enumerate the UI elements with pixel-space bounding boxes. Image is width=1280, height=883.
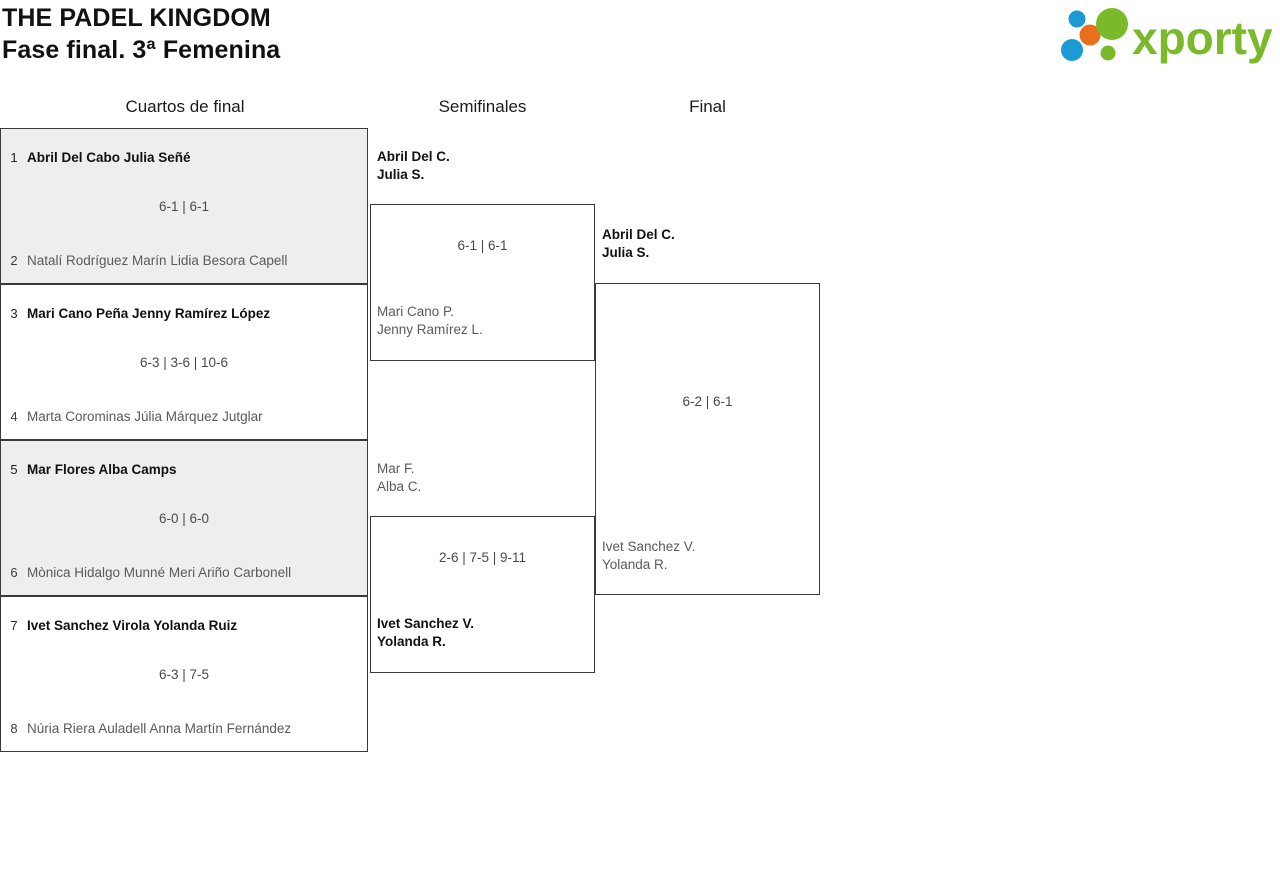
team-players: Mari Cano Peña Jenny Ramírez López [27, 305, 270, 323]
xporty-logo[interactable]: xporty [1046, 6, 1274, 68]
seed-number: 1 [10, 150, 18, 165]
match-quarterfinal-3[interactable]: 5 Mar Flores Alba Camps 6-0 | 6-0 6 Mòni… [0, 440, 368, 596]
team-players: Abril Del Cabo Julia Señé [27, 149, 191, 167]
match-final[interactable]: 6-2 | 6-1 [595, 283, 820, 595]
player-1: Mari Cano Peña [27, 306, 129, 321]
seed-number: 8 [10, 721, 18, 736]
seed-number: 2 [10, 253, 18, 268]
player-1: Mar Flores [27, 462, 96, 477]
player-2: Yolanda R. [602, 557, 668, 572]
player-2: Julia S. [377, 167, 425, 182]
player-2: Julia S. [602, 245, 650, 260]
team-players: Marta Corominas Júlia Márquez Jutglar [27, 408, 263, 426]
player-1: Natalí Rodríguez Marín [27, 253, 167, 268]
team-players: Natalí Rodríguez Marín Lidia Besora Cape… [27, 252, 287, 270]
match-quarterfinal-2[interactable]: 3 Mari Cano Peña Jenny Ramírez López 6-3… [0, 284, 368, 440]
seed-number: 5 [10, 462, 18, 477]
semifinal-1-team-top[interactable]: Abril Del C. Julia S. [377, 148, 450, 184]
player-1: Mari Cano P. [377, 304, 455, 319]
player-2: Júlia Márquez Jutglar [134, 409, 263, 424]
semifinal-2-team-bottom[interactable]: Ivet Sanchez V. Yolanda R. [377, 615, 474, 651]
player-2: Anna Martín Fernández [149, 721, 292, 736]
player-1: Ivet Sanchez V. [602, 539, 696, 554]
tournament-phase: Fase final. 3ª Femenina [2, 36, 281, 64]
tournament-name: THE PADEL KINGDOM [2, 4, 271, 32]
match-score: 6-2 | 6-1 [682, 394, 733, 409]
match-score: 6-3 | 7-5 [158, 667, 210, 682]
match-semifinal-1[interactable]: 6-1 | 6-1 [370, 204, 595, 361]
team-row[interactable]: 5 Mar Flores Alba Camps [1, 447, 367, 493]
team-row[interactable]: 6 Mònica Hidalgo Munné Meri Ariño Carbon… [1, 550, 367, 596]
player-1: Mar F. [377, 461, 415, 476]
svg-text:xporty: xporty [1132, 12, 1273, 64]
player-1: Ivet Sanchez Virola [27, 618, 150, 633]
player-1: Abril Del C. [602, 227, 675, 242]
player-2: Lidia Besora Capell [170, 253, 288, 268]
round-header-final: Final [689, 97, 726, 116]
team-players: Núria Riera Auladell Anna Martín Fernánd… [27, 720, 291, 738]
player-1: Abril Del C. [377, 149, 450, 164]
player-1: Abril Del Cabo [27, 150, 121, 165]
round-header-quarterfinals: Cuartos de final [125, 97, 245, 116]
seed-number: 6 [10, 565, 18, 580]
team-row[interactable]: 4 Marta Corominas Júlia Márquez Jutglar [1, 394, 367, 440]
match-quarterfinal-1[interactable]: 1 Abril Del Cabo Julia Señé 6-1 | 6-1 2 … [0, 128, 368, 284]
seed-number: 3 [10, 306, 18, 321]
team-players: Ivet Sanchez Virola Yolanda Ruiz [27, 617, 237, 635]
semifinal-2-team-top[interactable]: Mar F. Alba C. [377, 460, 421, 496]
seed-number: 7 [10, 618, 18, 633]
player-1: Marta Corominas [27, 409, 131, 424]
match-score: 6-3 | 3-6 | 10-6 [139, 355, 229, 370]
match-score: 6-1 | 6-1 [457, 238, 508, 253]
player-2: Jenny Ramírez López [132, 306, 271, 321]
player-2: Jenny Ramírez L. [377, 322, 483, 337]
player-2: Yolanda Ruiz [153, 618, 238, 633]
player-1: Ivet Sanchez V. [377, 616, 475, 631]
player-2: Yolanda R. [377, 634, 446, 649]
seed-number: 4 [10, 409, 18, 424]
final-team-bottom[interactable]: Ivet Sanchez V. Yolanda R. [602, 538, 695, 574]
match-score: 2-6 | 7-5 | 9-11 [438, 550, 527, 565]
player-2: Alba C. [377, 479, 422, 494]
team-row[interactable]: 8 Núria Riera Auladell Anna Martín Ferná… [1, 706, 367, 752]
team-players: Mònica Hidalgo Munné Meri Ariño Carbonel… [27, 564, 291, 582]
title-block: THE PADEL KINGDOM Fase final. 3ª Femenin… [2, 2, 280, 67]
player-2: Meri Ariño Carbonell [168, 565, 292, 580]
team-row[interactable]: 1 Abril Del Cabo Julia Señé [1, 135, 367, 181]
team-row[interactable]: 7 Ivet Sanchez Virola Yolanda Ruiz [1, 603, 367, 649]
match-score: 6-0 | 6-0 [158, 511, 210, 526]
round-header-semifinals: Semifinales [438, 97, 527, 116]
match-score: 6-1 | 6-1 [158, 199, 210, 214]
team-row[interactable]: 2 Natalí Rodríguez Marín Lidia Besora Ca… [1, 238, 367, 284]
match-semifinal-2[interactable]: 2-6 | 7-5 | 9-11 [370, 516, 595, 673]
final-team-top[interactable]: Abril Del C. Julia S. [602, 226, 675, 262]
team-row[interactable]: 3 Mari Cano Peña Jenny Ramírez López [1, 291, 367, 337]
semifinal-1-team-bottom[interactable]: Mari Cano P. Jenny Ramírez L. [377, 303, 483, 339]
page-header: THE PADEL KINGDOM Fase final. 3ª Femenin… [0, 0, 1280, 90]
player-1: Mònica Hidalgo Munné [27, 565, 166, 580]
player-2: Alba Camps [98, 462, 177, 477]
team-players: Mar Flores Alba Camps [27, 461, 177, 479]
match-quarterfinal-4[interactable]: 7 Ivet Sanchez Virola Yolanda Ruiz 6-3 |… [0, 596, 368, 752]
player-1: Núria Riera Auladell [27, 721, 147, 736]
player-2: Julia Señé [123, 150, 191, 165]
